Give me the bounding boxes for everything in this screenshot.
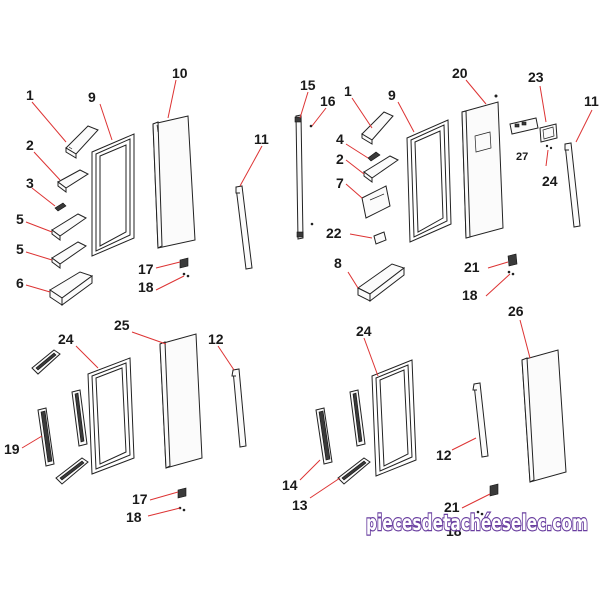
part-11-handle: [235, 185, 253, 270]
label-27: 27: [516, 151, 528, 163]
part-24-gasket-strip-right-d: [349, 389, 366, 447]
part-24-screws: [545, 144, 553, 150]
label-13: 13: [292, 497, 308, 513]
label-1: 1: [344, 83, 352, 99]
part-18-screws: [182, 272, 190, 278]
label-12: 12: [208, 331, 224, 347]
part-4-clip: [367, 151, 381, 162]
label-8: 8: [334, 255, 342, 271]
part-9-door-gasket: [91, 133, 135, 257]
label-20: 20: [452, 65, 468, 81]
part-16-screw: [309, 124, 314, 226]
label-24: 24: [58, 331, 74, 347]
part-21-hinge: [507, 253, 518, 267]
part-9-door-gasket-b: [406, 119, 452, 243]
label-9: 9: [388, 87, 396, 103]
label-18: 18: [126, 509, 142, 525]
part-number-labels: 1 9 10 2 3 5 5 6 11 17 18 15 16 1 9 20 2…: [4, 65, 599, 539]
label-18: 18: [446, 523, 462, 539]
label-17: 17: [132, 491, 148, 507]
part-8-bin: [357, 263, 406, 303]
label-6: 6: [16, 275, 24, 291]
part-5-shelf-lower: [51, 241, 87, 269]
part-2-shelf: [57, 169, 90, 193]
label-1: 1: [26, 87, 34, 103]
label-25: 25: [114, 317, 130, 333]
label-9: 9: [88, 89, 96, 105]
label-3: 3: [26, 175, 34, 191]
part-24-gasket-strip-bottom: [55, 457, 89, 485]
label-16: 16: [320, 93, 336, 109]
label-12: 12: [436, 447, 452, 463]
label-22: 22: [326, 225, 342, 241]
part-10-door-panel: [152, 115, 196, 249]
part-23-display-cover: [539, 123, 558, 143]
label-5: 5: [16, 241, 24, 257]
label-5: 5: [16, 211, 24, 227]
label-23: 23: [528, 69, 544, 85]
part-18-screws-c: [178, 506, 186, 512]
part-17-hinge-c: [177, 487, 187, 499]
label-19: 19: [4, 441, 20, 457]
part-15-hinge-bar: [294, 114, 304, 240]
part-6-bottom-bin: [49, 271, 94, 306]
part-21-hinge-d: [489, 483, 499, 497]
part-5-shelf-upper: [51, 213, 87, 241]
part-7-bracket: [361, 185, 391, 219]
label-2: 2: [336, 151, 344, 167]
part-14-gasket-strip-left: [315, 407, 333, 465]
label-21: 21: [444, 499, 460, 515]
leaders-q1: [25, 79, 263, 293]
part-22-plate: [373, 231, 387, 245]
leaders-q3: [21, 331, 235, 517]
part-12-handle-d: [472, 382, 489, 458]
part-24-gasket-strip-top: [31, 349, 61, 375]
label-4: 4: [336, 131, 344, 147]
label-11: 11: [584, 93, 599, 109]
label-15: 15: [300, 77, 316, 93]
part-18-screws-b: [507, 270, 515, 276]
part-12-handle: [231, 368, 247, 448]
part-18-screws-d: [476, 510, 484, 516]
part-13-gasket-strip-bottom: [337, 457, 371, 485]
part-26-door: [521, 349, 567, 483]
label-21: 21: [464, 259, 480, 275]
part-24-door-gasket-d: [371, 359, 417, 477]
label-14: 14: [282, 477, 298, 493]
part-20-door: [461, 94, 504, 239]
part-1-top-cover: [65, 125, 99, 159]
label-18: 18: [138, 279, 154, 295]
leaders-q2: [299, 79, 593, 297]
label-7: 7: [336, 175, 344, 191]
label-26: 26: [508, 303, 524, 319]
label-24: 24: [356, 323, 372, 339]
part-27-display-board: [509, 117, 539, 135]
part-2-shelf-b: [363, 155, 399, 183]
label-17: 17: [138, 261, 154, 277]
part-24-door-gasket: [87, 357, 135, 475]
label-10: 10: [172, 65, 188, 81]
part-19-gasket-strip-left: [37, 407, 55, 467]
part-24-gasket-strip-right: [71, 389, 88, 447]
label-24: 24: [542, 173, 558, 189]
part-11-handle-b: [564, 142, 581, 228]
part-1-top-cover-b: [361, 111, 394, 145]
label-18: 18: [462, 287, 478, 303]
part-25-door: [159, 333, 203, 469]
watermark: piecesdetachéeselec.com: [366, 511, 588, 535]
part-3-clip: [54, 202, 67, 212]
label-11: 11: [254, 131, 269, 147]
part-17-hinge: [179, 257, 189, 269]
label-2: 2: [26, 137, 34, 153]
leaders-q4: [299, 319, 531, 509]
